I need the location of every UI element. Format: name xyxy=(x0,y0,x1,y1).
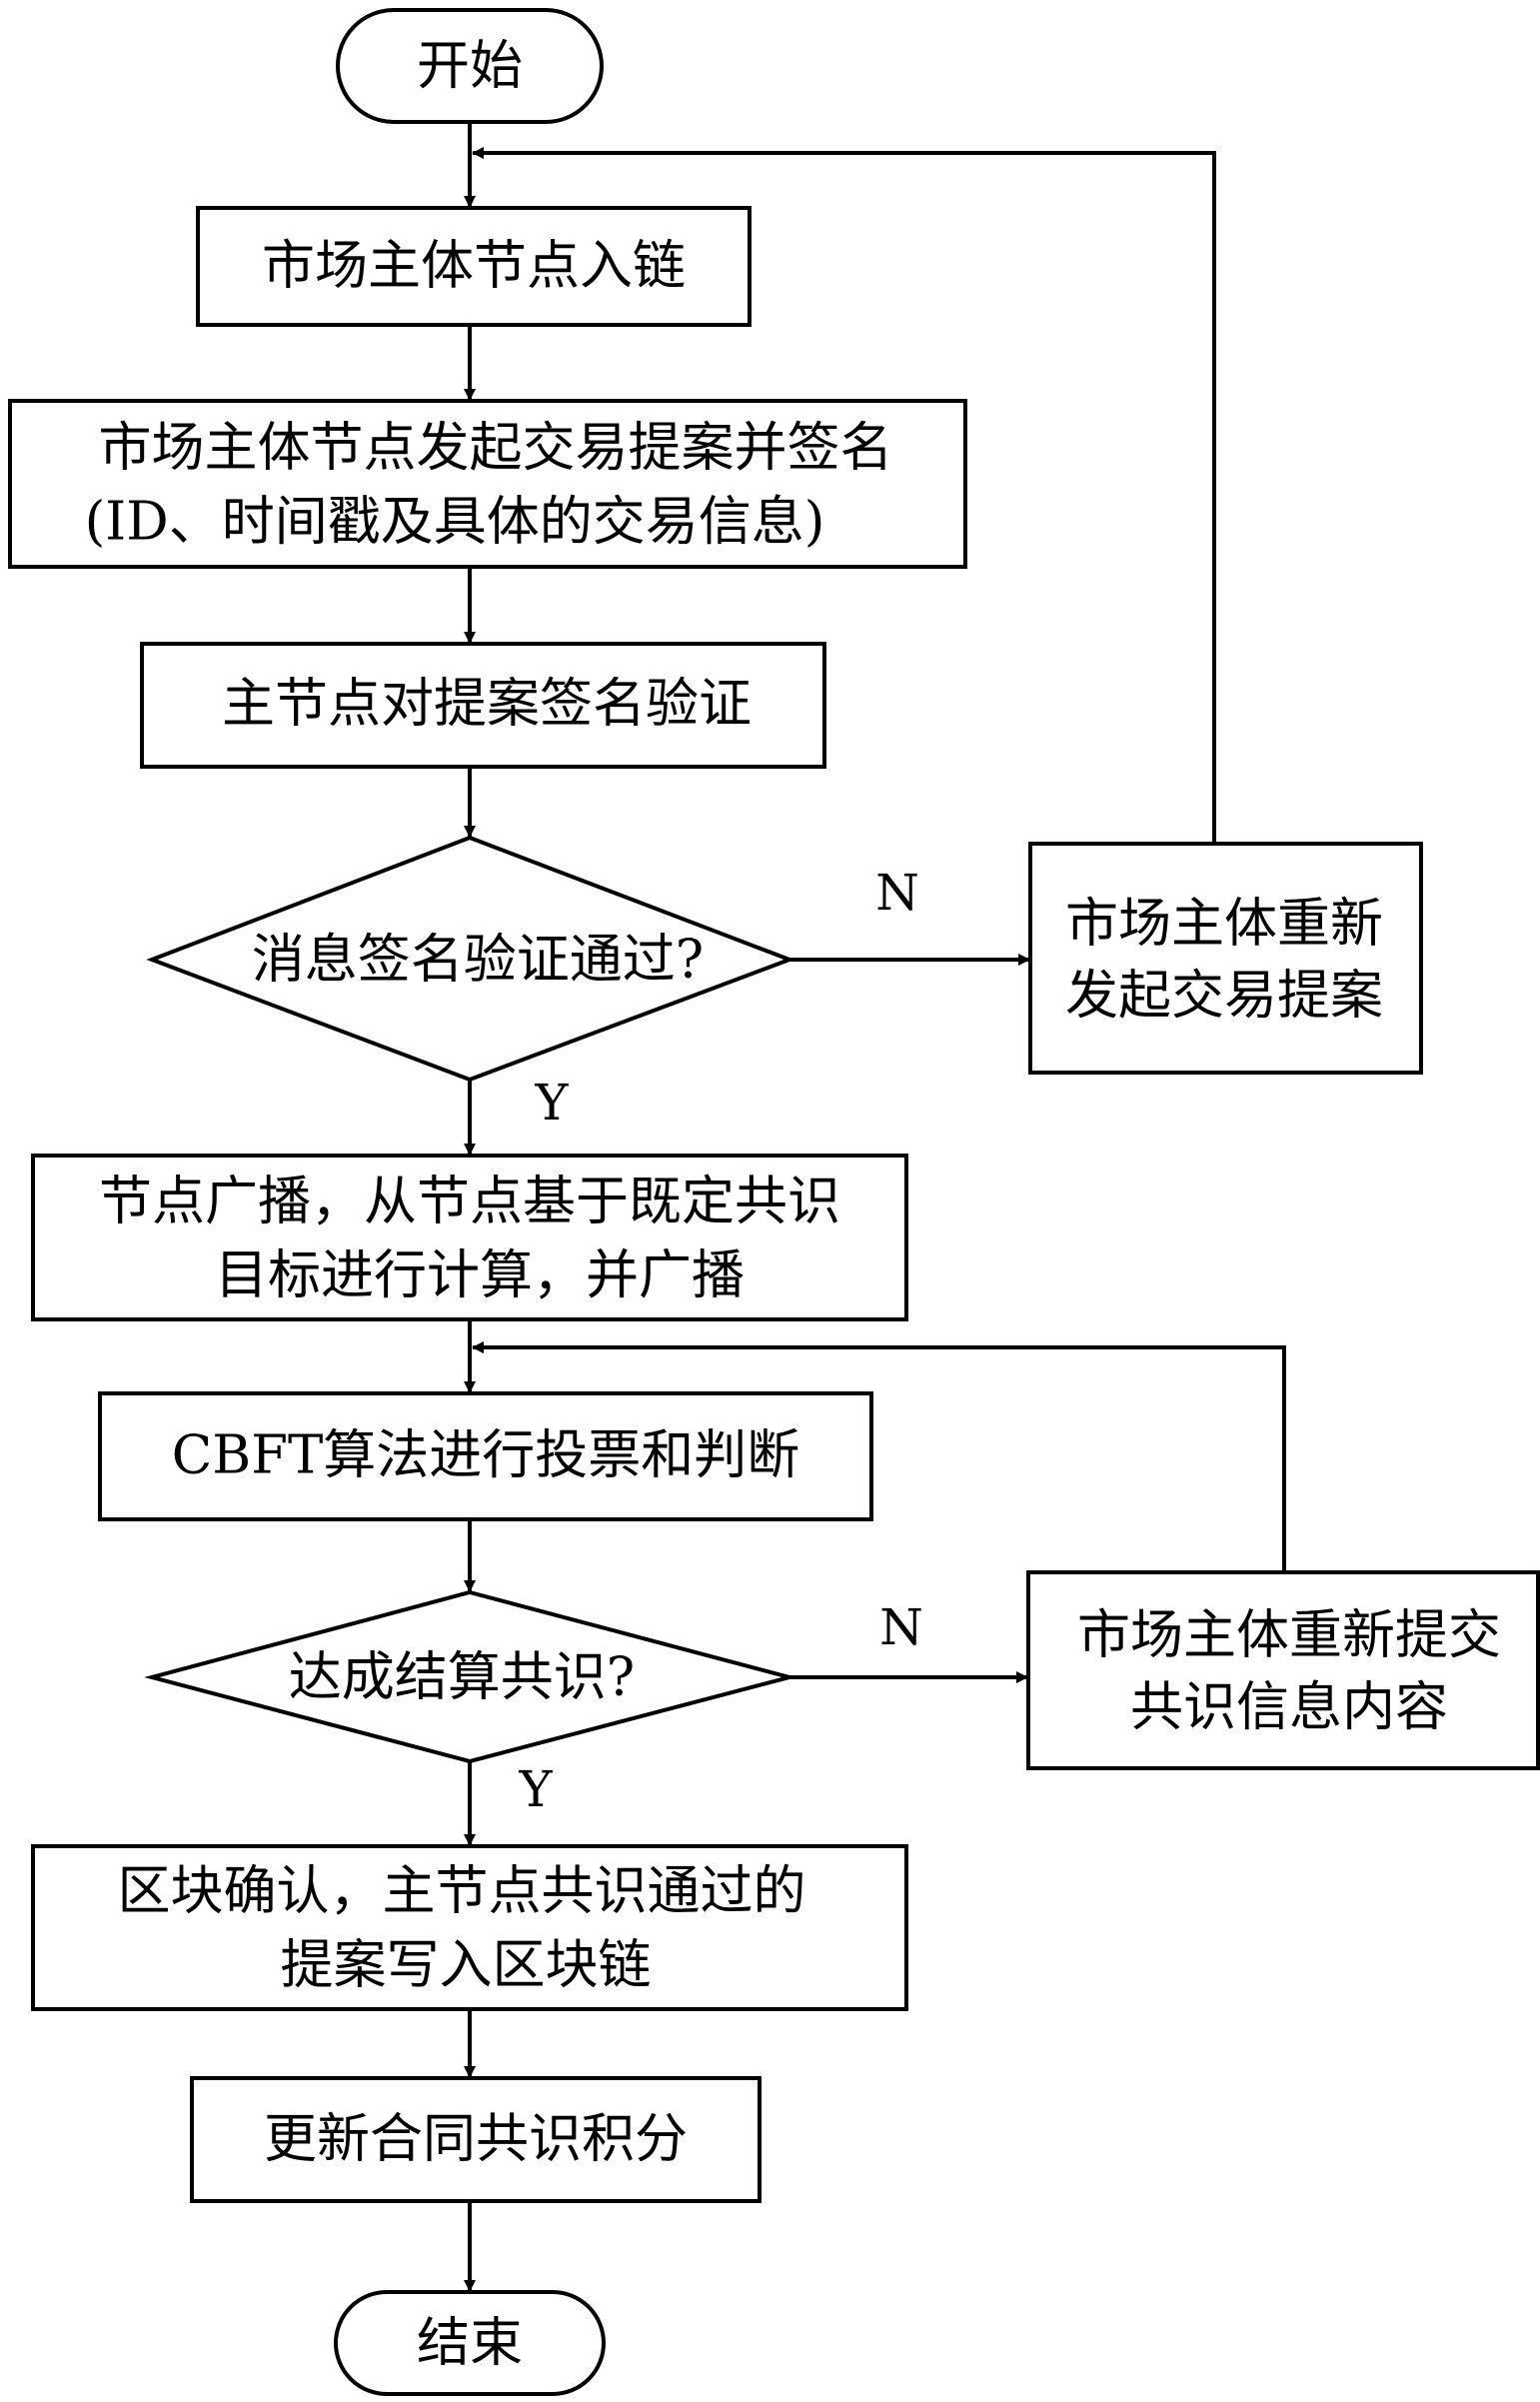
signature-decision-label: 消息签名验证通过? xyxy=(252,930,704,991)
end-label: 结束 xyxy=(417,2313,523,2374)
consensus-yes-label: Y xyxy=(518,1760,553,1818)
end-terminal: 结束 xyxy=(334,2290,606,2396)
signature-decision: 消息签名验证通过? xyxy=(146,835,795,1083)
verify-label: 主节点对提案签名验证 xyxy=(222,674,752,735)
broadcast-label-line2: 目标进行计算，并广播 xyxy=(215,1245,745,1306)
start-terminal: 开始 xyxy=(336,8,604,124)
consensus-decision: 达成结算共识? xyxy=(144,1589,797,1764)
signature-yes-label: Y xyxy=(534,1074,569,1132)
reinitiate-process: 市场主体重新 发起交易提案 xyxy=(1028,842,1423,1075)
consensus-no-label: N xyxy=(879,1598,923,1656)
initiate-label-line2: (ID、时间戳及具体的交易信息) xyxy=(85,492,825,553)
confirm-label-line1: 区块确认，主节点共识通过的 xyxy=(118,1861,806,1922)
broadcast-label-line1: 节点广播，从节点基于既定共识 xyxy=(99,1172,840,1232)
reinitiate-label-line2: 发起交易提案 xyxy=(1065,966,1383,1027)
edge-resubmit-loop xyxy=(472,1341,1286,1571)
resubmit-label-line2: 共识信息内容 xyxy=(1130,1677,1448,1738)
initiate-label-line1: 市场主体节点发起交易提案并签名 xyxy=(99,418,893,479)
edge-reinitiate-loop xyxy=(472,147,1216,843)
confirm-process: 区块确认，主节点共识通过的 提案写入区块链 xyxy=(31,1844,908,2011)
cbft-label: CBFT算法进行投票和判断 xyxy=(172,1425,800,1486)
cbft-process: CBFT算法进行投票和判断 xyxy=(98,1391,873,1521)
node-join-process: 市场主体节点入链 xyxy=(196,206,752,327)
edges xyxy=(464,122,1286,2292)
update-label: 更新合同共识积分 xyxy=(264,2109,688,2170)
update-process: 更新合同共识积分 xyxy=(190,2076,762,2203)
resubmit-process: 市场主体重新提交 共识信息内容 xyxy=(1026,1570,1540,1770)
verify-process: 主节点对提案签名验证 xyxy=(140,642,826,769)
broadcast-process: 节点广播，从节点基于既定共识 目标进行计算，并广播 xyxy=(31,1154,908,1321)
reinitiate-label-line1: 市场主体重新 xyxy=(1065,894,1383,955)
signature-no-label: N xyxy=(875,864,919,922)
node-join-label: 市场主体节点入链 xyxy=(262,236,686,297)
confirm-label-line2: 提案写入区块链 xyxy=(281,1935,652,1996)
consensus-decision-label: 达成结算共识? xyxy=(289,1647,635,1708)
resubmit-label-line1: 市场主体重新提交 xyxy=(1077,1605,1501,1666)
initiate-process: 市场主体节点发起交易提案并签名 (ID、时间戳及具体的交易信息) xyxy=(8,399,967,569)
start-label: 开始 xyxy=(417,36,523,97)
